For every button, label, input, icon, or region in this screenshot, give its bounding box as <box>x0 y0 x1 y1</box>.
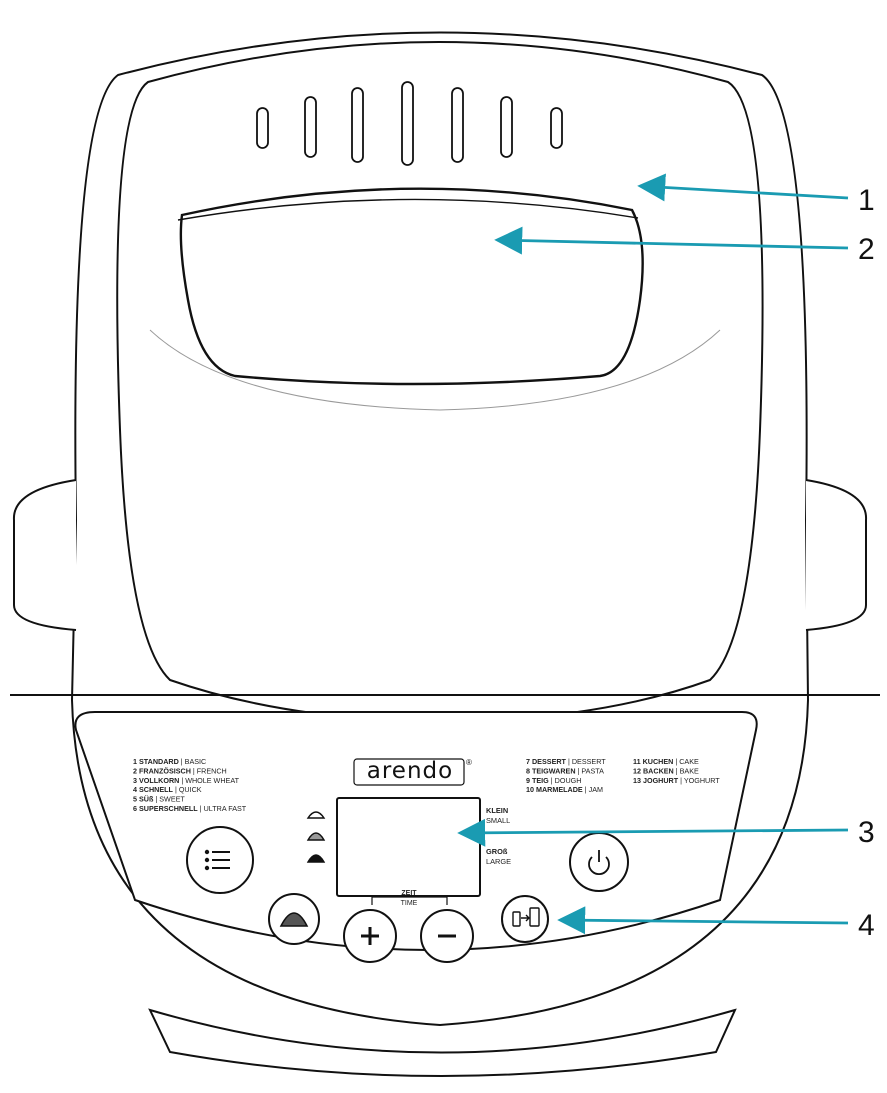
program-item: 11 KUCHEN | CAKE <box>633 757 699 766</box>
crust-color-button[interactable] <box>268 893 320 945</box>
brand-registered-mark: ® <box>466 758 472 767</box>
program-item: 13 JOGHURT | YOGHURT <box>633 776 720 785</box>
time-minus-button[interactable] <box>420 909 474 963</box>
program-item: 6 SUPERSCHNELL | ULTRA FAST <box>133 804 247 813</box>
callout-label-3: 3 <box>858 816 875 849</box>
callouts: 1 2 3 4 <box>457 173 875 942</box>
loaf-size-button[interactable] <box>501 895 549 943</box>
vent-slot <box>401 81 414 166</box>
machine-base <box>148 1008 737 1077</box>
callout-label-2: 2 <box>858 233 875 266</box>
menu-button[interactable] <box>186 826 254 894</box>
menu-list-icon <box>204 849 230 871</box>
side-handle-right <box>805 479 868 631</box>
viewing-window <box>179 187 644 386</box>
program-item: 5 SÜß | SWEET <box>133 795 185 804</box>
window-rim <box>177 198 639 221</box>
vent-slot <box>550 107 563 149</box>
callout-arrow-4 <box>557 906 849 935</box>
power-icon <box>588 850 610 876</box>
loaf-size-icon <box>512 907 540 927</box>
vent-slot <box>351 87 364 163</box>
time-en-label: TIME <box>401 900 418 907</box>
program-item: 8 TEIGWAREN | PASTA <box>526 766 604 775</box>
vent-slot <box>304 96 317 158</box>
size-large-de-label: GROß <box>486 847 508 856</box>
callout-label-4: 4 <box>858 909 875 942</box>
program-item: 2 FRANZÖSISCH | FRENCH <box>133 766 227 775</box>
program-item: 3 VOLLKORN | WHOLE WHEAT <box>133 776 240 785</box>
vent-slot <box>451 87 464 163</box>
vent-slot <box>256 107 269 149</box>
time-plus-button[interactable] <box>343 909 397 963</box>
program-item: 9 TEIG | DOUGH <box>526 776 581 785</box>
program-item: 10 MARMELADE | JAM <box>526 785 603 794</box>
crust-dark-icon <box>306 854 326 863</box>
callout-arrow-2 <box>494 226 849 255</box>
time-de-label: ZEIT <box>401 890 417 897</box>
power-button[interactable] <box>569 832 629 892</box>
crust-light-icon <box>306 811 326 819</box>
brand-logo: arendo <box>367 758 453 784</box>
vent-slots <box>256 81 563 166</box>
crust-color-icon <box>279 912 309 927</box>
program-item: 4 SCHNELL | QUICK <box>133 785 202 794</box>
callout-arrow-3 <box>457 818 849 847</box>
callout-arrow-1 <box>637 173 849 202</box>
plus-icon <box>361 927 379 945</box>
brand-frame <box>353 758 465 786</box>
window-rim-lower <box>149 329 721 411</box>
program-item: 1 STANDARD | BASIC <box>133 757 206 766</box>
time-bracket <box>371 896 448 905</box>
crust-medium-icon <box>306 832 326 841</box>
crust-indicators <box>306 811 326 863</box>
program-item: 7 DESSERT | DESSERT <box>526 757 606 766</box>
size-small-en-label: SMALL <box>486 816 510 825</box>
side-handle-left <box>12 479 77 631</box>
vent-slot <box>500 96 513 158</box>
lcd-display <box>336 797 481 897</box>
size-large-en-label: LARGE <box>486 857 511 866</box>
program-item: 12 BACKEN | BAKE <box>633 766 699 775</box>
callout-label-1: 1 <box>858 184 875 217</box>
size-small-de-label: KLEIN <box>486 806 508 815</box>
